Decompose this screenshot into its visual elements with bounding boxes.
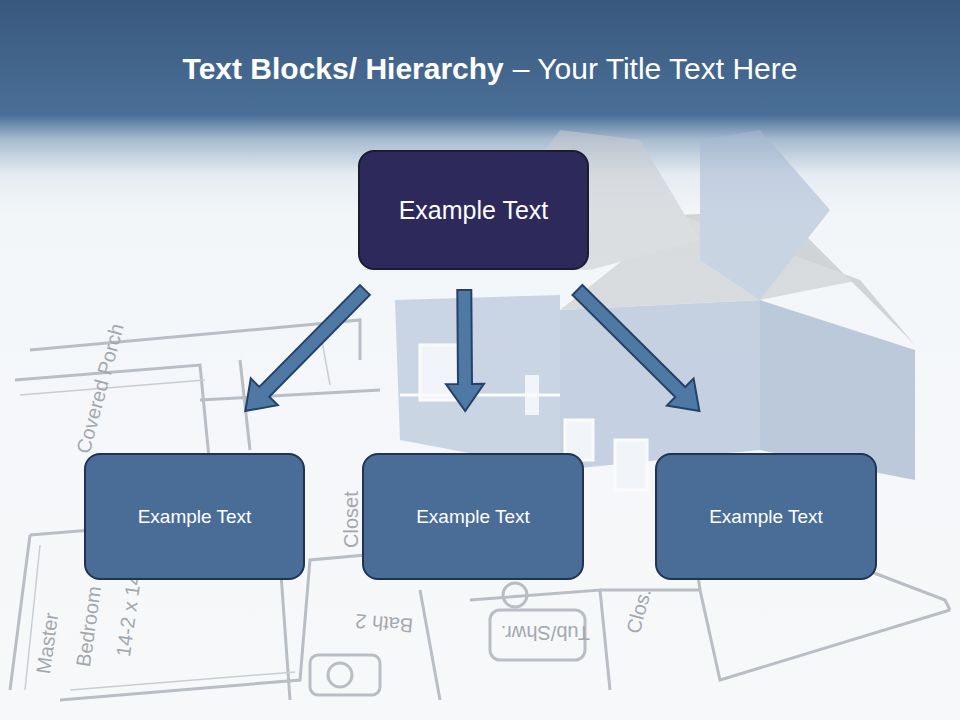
- child-box: Example Text: [655, 453, 877, 580]
- root-box: Example Text: [358, 150, 589, 270]
- title-subtext: – Your Title Text Here: [513, 52, 798, 86]
- box-text: Example Text: [709, 506, 823, 528]
- block-arrow: [573, 285, 700, 411]
- box-text: Example Text: [416, 506, 530, 528]
- box-text: Example Text: [399, 196, 549, 225]
- title-bar: Text Blocks/ Hierarchy – Your Title Text …: [40, 52, 940, 86]
- plan-label: Bath 2: [354, 609, 414, 637]
- plan-label: Bedroom: [72, 585, 106, 669]
- plan-label: Tub/Shwr.: [501, 621, 590, 644]
- box-text: Example Text: [138, 506, 252, 528]
- plan-label: Master: [32, 611, 63, 675]
- child-box: Example Text: [84, 453, 305, 580]
- child-box: Example Text: [362, 453, 584, 580]
- plan-label: Covered Porch: [72, 321, 129, 456]
- slide-title: Text Blocks/ Hierarchy: [183, 52, 504, 86]
- plan-label: Closet: [340, 491, 363, 548]
- plan-label: Clos.: [622, 586, 656, 636]
- block-arrow: [446, 290, 484, 411]
- block-arrow: [245, 285, 370, 411]
- plan-label: 14-2 x 14: [112, 572, 146, 658]
